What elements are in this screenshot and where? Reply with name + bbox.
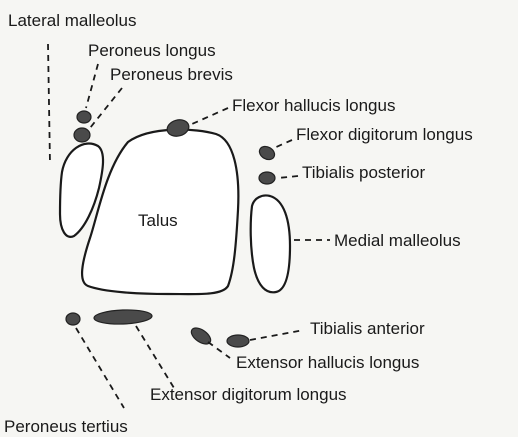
peroneus-brevis-label: Peroneus brevis [110,66,233,83]
peroneus-longus-label: Peroneus longus [88,42,216,59]
peroneus-tertius-leader [76,328,124,408]
peroneus-longus-leader [86,64,98,108]
extensor-digitorum-longus-tendon [94,309,152,325]
tibialis-anterior-leader [250,330,304,340]
extensor-hallucis-longus-leader [208,342,230,358]
tibialis-posterior-label: Tibialis posterior [302,164,425,181]
lateral-malleolus-label: Lateral malleolus [8,12,137,29]
tibialis-anterior-label: Tibialis anterior [310,320,425,337]
peroneus-brevis-tendon [74,128,90,142]
tibialis-posterior-tendon [259,172,275,184]
flexor-digitorum-longus-label: Flexor digitorum longus [296,126,473,143]
talus-label: Talus [138,212,178,229]
medial-malleolus-label: Medial malleolus [334,232,461,249]
tibialis-posterior-leader [278,176,298,178]
extensor-digitorum-longus-leader [136,326,174,388]
peroneus-tertius-label: Peroneus tertius [4,418,128,435]
peroneus-brevis-leader [90,88,122,128]
peroneus-tertius-tendon [66,313,80,325]
flexor-digitorum-longus-leader [274,140,292,148]
extensor-hallucis-longus-label: Extensor hallucis longus [236,354,419,371]
flexor-digitorum-longus-tendon [257,144,277,162]
medial-malleolus-shape [251,195,290,292]
peroneus-longus-tendon [77,111,91,123]
tibialis-anterior-tendon [227,335,249,347]
lateral-malleolus-leader [48,44,50,164]
flexor-hallucis-longus-leader [192,108,228,124]
extensor-digitorum-longus-label: Extensor digitorum longus [150,386,347,403]
flexor-hallucis-longus-label: Flexor hallucis longus [232,97,395,114]
